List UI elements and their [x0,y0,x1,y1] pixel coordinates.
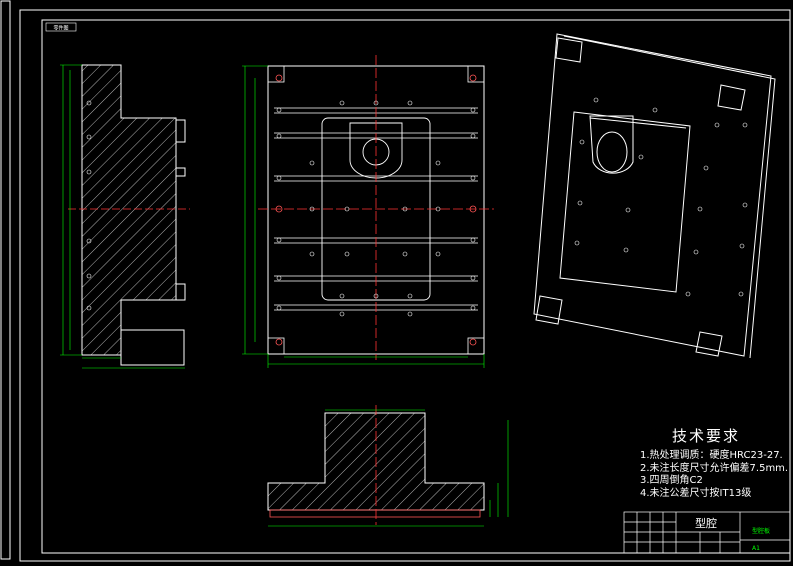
requirement-line-3: 3.四周倒角C2 [640,475,703,486]
plan-view [242,55,494,368]
bottom-section-view [267,405,509,527]
corner-tag-text: 零件图 [53,25,68,32]
requirement-line-1: 1.热处理调质：硬度HRC23-27. [640,450,783,461]
corner-tag: 零件图 [45,22,77,32]
title-block: 型腔 型腔板 A1 [623,511,791,554]
technical-requirements-title: 技术要求 [672,427,741,445]
sheet-size: A1 [752,545,760,552]
technical-requirements: 技术要求 1.热处理调质：硬度HRC23-27. 2.未注长度尺寸允许偏差7.5… [640,425,790,500]
requirement-line-2: 2.未注长度尺寸允许偏差7.5mm. [640,462,789,474]
drawing-label: 型腔板 [752,527,770,535]
side-section-view [60,64,190,369]
requirement-line-4: 4.未注公差尺寸按IT13级 [640,487,752,499]
isometric-view [533,33,776,359]
part-name: 型腔 [695,516,717,530]
